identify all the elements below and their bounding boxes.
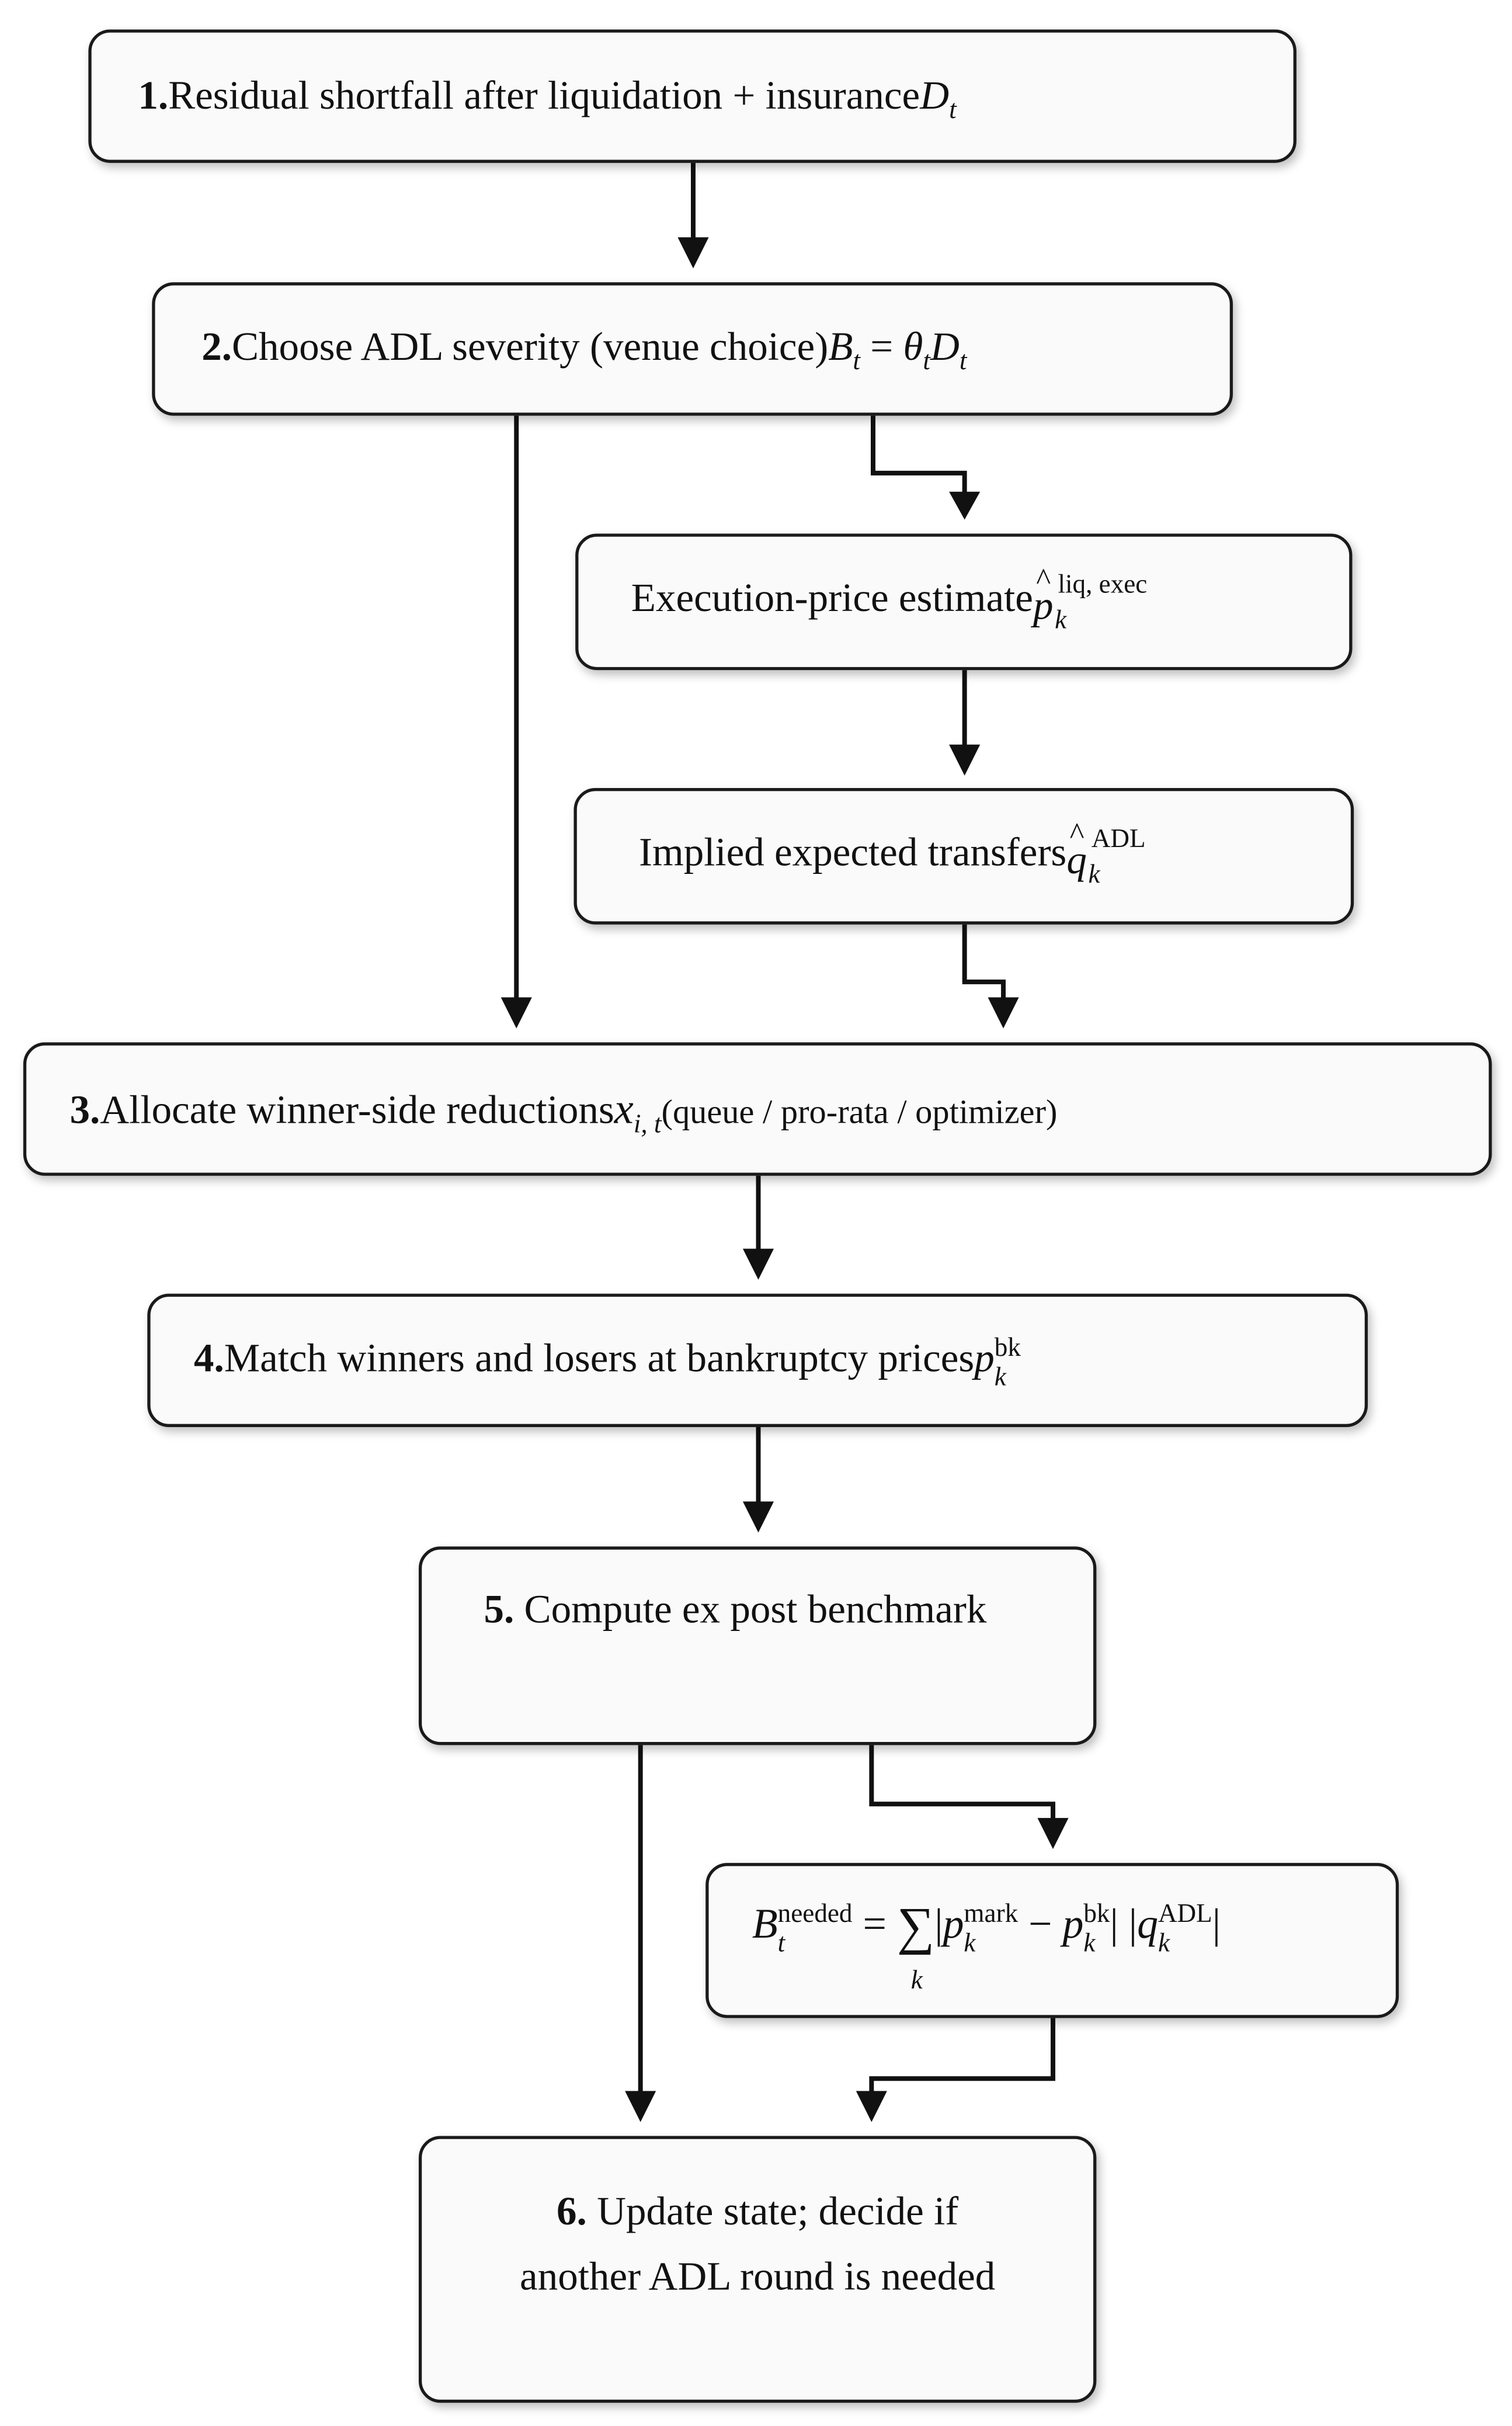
math-symbol: D [920,72,950,118]
math-symbol: p [1062,1900,1084,1948]
arrow-2-to-execution [871,415,967,509]
sum-symbol: ∑ [896,1899,935,1956]
step-text: Compute ex post benchmark [514,1587,987,1632]
step-1-box: 1.Residual shortfall after liquidation +… [88,29,1297,163]
math-subscript: t [959,346,967,376]
math-symbol: B [752,1900,778,1948]
math-minus: − [1028,1900,1052,1948]
step-text: Update state; decide if [586,2188,959,2234]
step-2-box: 2.Choose ADL severity (venue choice)Bt =… [152,282,1233,416]
arrowhead [949,491,981,520]
math-subscript: k [1083,1928,1096,1958]
step-text: Choose ADL severity (venue choice) [231,324,829,369]
math-symbol: B [828,324,853,369]
arrowhead [625,2091,656,2122]
arrowhead [677,237,709,269]
abs-bar: | [934,1900,943,1948]
math-subscript: k [964,1928,976,1958]
arrowhead [742,1248,774,1280]
math-superscript: ADL [1158,1899,1212,1928]
arrowhead [988,997,1019,1029]
step-number: 2. [201,324,232,369]
math-subscript: k [1088,859,1100,889]
math-subscript: t [949,95,957,124]
step-suffix: (queue / pro-rata / optimizer) [661,1092,1058,1131]
step-5-box: 5. Compute ex post benchmark [418,1546,1097,1745]
math-symbol: D [930,324,960,369]
step-text: Residual shortfall after liquidation + i… [168,72,920,118]
arrow-benchmark-to-6 [869,2018,1055,2110]
math-superscript: bk [1083,1899,1110,1928]
math-symbol: p [943,1900,964,1948]
math-superscript: liq, exec [1058,569,1148,599]
math-subscript: k [1055,605,1067,635]
math-equals: = [870,324,894,369]
step-text: Allocate winner-side reductions [100,1087,614,1133]
step-6-box: 6. Update state; decide if another ADL ro… [418,2136,1097,2403]
arrowhead [949,744,981,776]
box-text: Execution-price estimate [631,575,1033,621]
arrowhead [1037,1818,1069,1849]
arrowhead [856,2091,887,2122]
math-equals: = [863,1900,887,1948]
step-number: 6. [557,2188,587,2234]
box-text: Implied expected transfers [639,830,1067,875]
abs-bar: | [1212,1900,1221,1948]
abs-bar: | [1128,1900,1138,1948]
math-symbol: p [1033,565,1054,627]
step-number: 1. [138,72,169,118]
step-3-box: 3.Allocate winner-side reductionsxi, t(q… [23,1042,1492,1176]
math-subscript: k [910,1965,923,1995]
execution-price-box: Execution-price estimate liq, execpk [575,533,1353,671]
math-subscript: t [853,346,861,376]
arrowhead [742,1501,774,1533]
math-superscript: ADL [1091,824,1146,853]
math-subscript: i, t [633,1109,662,1139]
math-symbol: p [974,1335,995,1381]
implied-transfers-box: Implied expected transfers ADLqk [573,787,1354,925]
step-text: Match winners and losers at bankruptcy p… [224,1335,975,1381]
math-subscript: k [1158,1928,1170,1958]
math-superscript: needed [777,1899,853,1928]
math-subscript: t [777,1928,785,1958]
math-subscript: t [923,346,930,376]
arrow-5-to-benchmark [869,1745,1055,1837]
abs-bar: | [1110,1900,1118,1948]
math-symbol: q [1137,1900,1158,1948]
step-4-box: 4.Match winners and losers at bankruptcy… [147,1293,1368,1427]
math-superscript: bk [994,1332,1021,1362]
step-number: 5. [484,1587,515,1632]
math-subscript: k [994,1362,1006,1391]
math-symbol: q [1066,819,1087,881]
math-symbol: x [614,1085,634,1134]
step-number: 3. [69,1087,100,1133]
step-number: 4. [193,1335,224,1381]
arrowhead [500,997,532,1029]
step-text-line-2: another ADL round is needed [520,2254,996,2299]
math-symbol: θ [903,324,923,369]
math-superscript: mark [964,1899,1019,1928]
